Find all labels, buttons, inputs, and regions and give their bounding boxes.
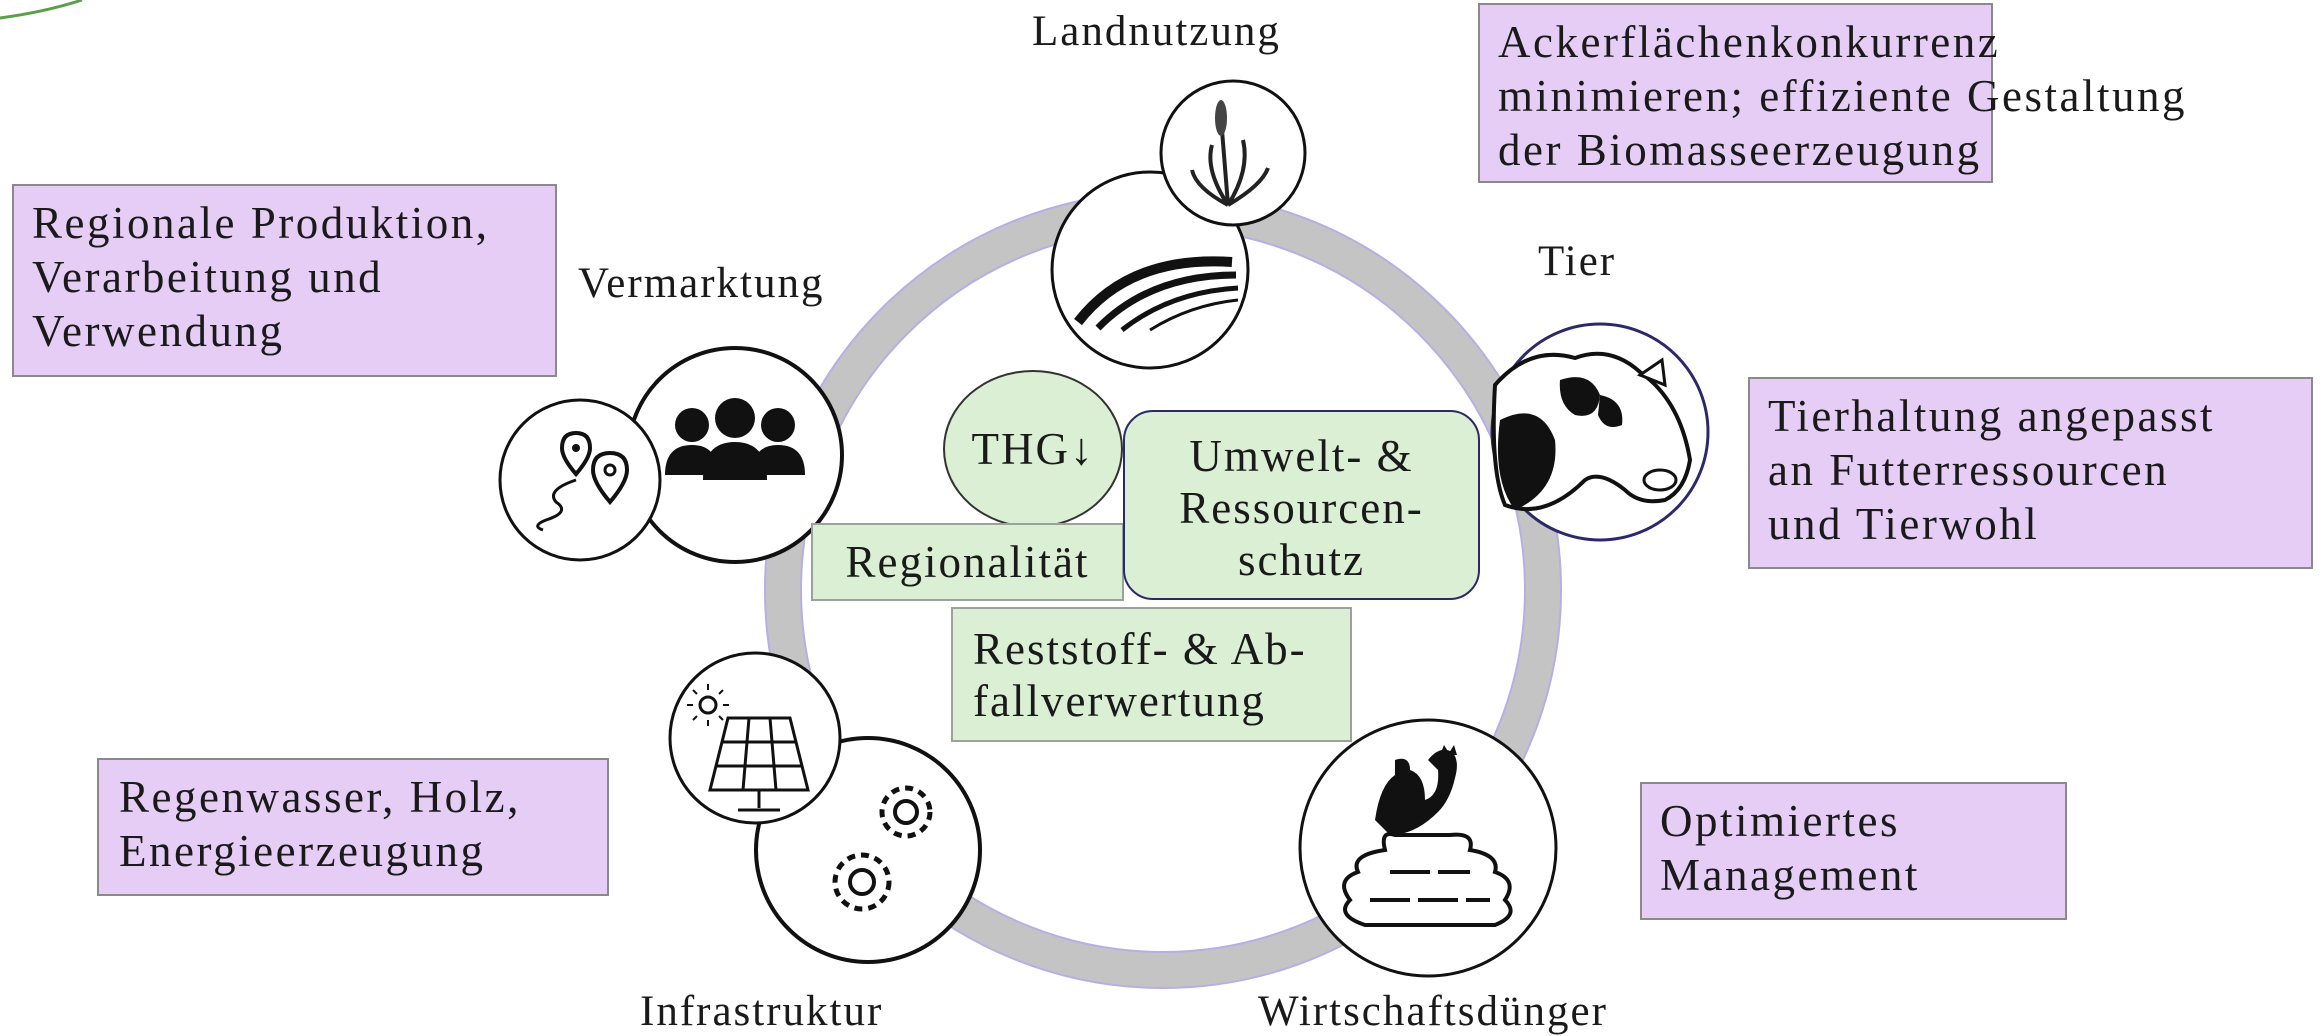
goal-line: Management	[1660, 850, 1920, 900]
map-route-icon	[498, 398, 662, 562]
reststoff-line: fallverwertung	[973, 676, 1266, 726]
plant-icon	[1159, 79, 1307, 227]
goal-line: Ackerflächenkonkurrenz	[1498, 17, 2001, 67]
goal-line: Regenwasser, Holz,	[119, 772, 521, 822]
regionalitaet-text: Regionalität	[845, 537, 1090, 587]
label-wirtschaftsduenger: Wirtschaftsdünger	[1258, 988, 1608, 1035]
umwelt-line: Ressourcen-	[1179, 483, 1424, 533]
goal-line: Energieerzeugung	[119, 826, 486, 876]
label-vermarktung: Vermarktung	[578, 260, 825, 307]
field-icon	[1050, 170, 1250, 370]
goal-line: Verwendung	[32, 306, 285, 356]
goal-line: Regionale Produktion,	[32, 198, 490, 248]
thg-reduction-oval: THG↓	[943, 370, 1123, 528]
umwelt-line: schutz	[1238, 535, 1365, 585]
reststoff-line: Reststoff- & Ab-	[973, 624, 1307, 674]
goal-line: minimieren; effiziente Gestaltung	[1498, 71, 2187, 121]
goal-line: und Tierwohl	[1768, 499, 2040, 549]
goal-box-landnutzung: Ackerflächenkonkurrenz minimieren; effiz…	[1478, 3, 2187, 183]
solar-panel-icon	[668, 651, 842, 825]
goal-box-vermarktung: Regionale Produktion, Verarbeitung und V…	[12, 184, 557, 377]
label-tier: Tier	[1538, 238, 1617, 285]
cow-icon	[1490, 322, 1710, 542]
label-landnutzung: Landnutzung	[1032, 8, 1281, 55]
thg-text: THG↓	[971, 424, 1095, 474]
goal-line: an Futterressourcen	[1768, 445, 2170, 495]
people-group-icon	[626, 346, 844, 564]
regionalitaet-box: Regionalität	[811, 523, 1124, 601]
goal-line: Optimiertes	[1660, 796, 1900, 846]
umwelt-line: Umwelt- &	[1189, 431, 1414, 481]
label-infrastruktur: Infrastruktur	[640, 988, 884, 1035]
goal-box-infrastruktur: Regenwasser, Holz, Energieerzeugung	[97, 758, 609, 896]
goal-box-tier: Tierhaltung angepasst an Futterressource…	[1748, 377, 2313, 569]
goal-line: Tierhaltung angepasst	[1768, 391, 2216, 441]
umwelt-ressourcenschutz-box: Umwelt- & Ressourcen- schutz	[1123, 410, 1480, 600]
reststoff-abfallverwertung-box: Reststoff- & Ab- fallverwertung	[951, 607, 1352, 742]
goal-box-wirtschaftsduenger: Optimiertes Management	[1640, 782, 2067, 920]
corner-arc-decoration	[0, 0, 83, 20]
goal-line: der Biomasseerzeugung	[1498, 125, 1982, 175]
rooster-manure-icon	[1298, 718, 1558, 978]
goal-line: Verarbeitung und	[32, 252, 384, 302]
